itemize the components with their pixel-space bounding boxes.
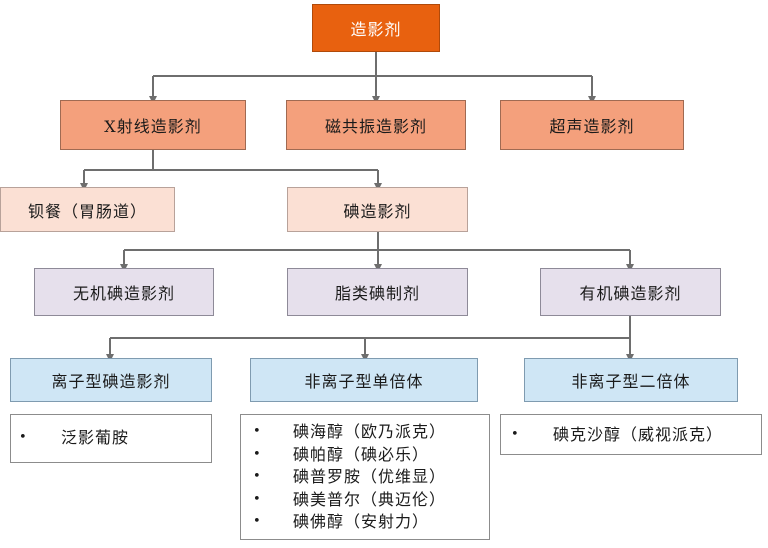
node-barium-meal: 钡餐（胃肠道） <box>0 187 175 232</box>
bullet: • <box>253 469 262 484</box>
bullet: • <box>253 491 262 507</box>
node-ultrasound-contrast: 超声造影剂 <box>500 100 684 150</box>
agent-name: 碘佛醇（安射力） <box>293 512 430 531</box>
list-item: • 泛影葡胺 <box>11 427 211 450</box>
agent-name: 碘普罗胺（优维显） <box>293 467 447 486</box>
node-mri-contrast: 磁共振造影剂 <box>286 100 466 150</box>
node-label: 脂类碘制剂 <box>334 284 420 303</box>
node-ionic-iodine: 离子型碘造影剂 <box>10 358 212 402</box>
node-label: 碘造影剂 <box>343 201 412 221</box>
node-label: 无机碘造影剂 <box>72 284 175 303</box>
node-label: 有机碘造影剂 <box>579 284 682 303</box>
nonionic-dimer-list: • 碘克沙醇（威视派克） <box>500 414 762 455</box>
node-label: 离子型碘造影剂 <box>51 372 171 391</box>
list-item: • 碘美普尔（典迈伦） <box>241 489 489 512</box>
node-label: 造影剂 <box>350 20 402 39</box>
node-nonionic-dimer: 非离子型二倍体 <box>524 358 738 402</box>
list-item: • 碘克沙醇（威视派克） <box>501 424 761 447</box>
agent-name: 碘克沙醇（威视派克） <box>553 425 724 444</box>
list-item: • 碘佛醇（安射力） <box>241 511 489 534</box>
node-iodine-contrast: 碘造影剂 <box>287 187 468 232</box>
ionic-agents-list: • 泛影葡胺 <box>10 414 212 463</box>
node-xray-contrast: X射线造影剂 <box>60 100 246 150</box>
node-label: X射线造影剂 <box>104 117 202 136</box>
bullet: • <box>253 424 262 439</box>
node-label: 磁共振造影剂 <box>324 117 427 136</box>
node-label: 非离子型二倍体 <box>571 372 691 391</box>
node-organic-iodine: 有机碘造影剂 <box>540 268 721 316</box>
agent-name: 泛影葡胺 <box>61 428 130 447</box>
node-contrast-agent: 造影剂 <box>312 4 440 52</box>
agent-name: 碘美普尔（典迈伦） <box>293 489 447 509</box>
bullet: • <box>511 427 520 442</box>
node-label: 钡餐（胃肠道） <box>27 201 147 221</box>
node-inorganic-iodine: 无机碘造影剂 <box>34 268 214 316</box>
node-nonionic-monomer: 非离子型单倍体 <box>250 358 478 402</box>
list-item: • 碘海醇（欧乃派克） <box>241 421 489 444</box>
list-item: • 碘帕醇（碘必乐） <box>241 444 489 467</box>
node-label: 非离子型单倍体 <box>304 372 424 391</box>
bullet: • <box>253 446 262 462</box>
bullet: • <box>253 514 262 529</box>
node-label: 超声造影剂 <box>549 117 635 136</box>
node-lipid-iodine: 脂类碘制剂 <box>287 268 468 316</box>
bullet: • <box>19 430 28 445</box>
agent-name: 碘海醇（欧乃派克） <box>293 422 447 441</box>
nonionic-monomer-list: • 碘海醇（欧乃派克） • 碘帕醇（碘必乐） • 碘普罗胺（优维显） • 碘美普… <box>240 414 490 540</box>
agent-name: 碘帕醇（碘必乐） <box>293 444 430 464</box>
list-item: • 碘普罗胺（优维显） <box>241 466 489 489</box>
